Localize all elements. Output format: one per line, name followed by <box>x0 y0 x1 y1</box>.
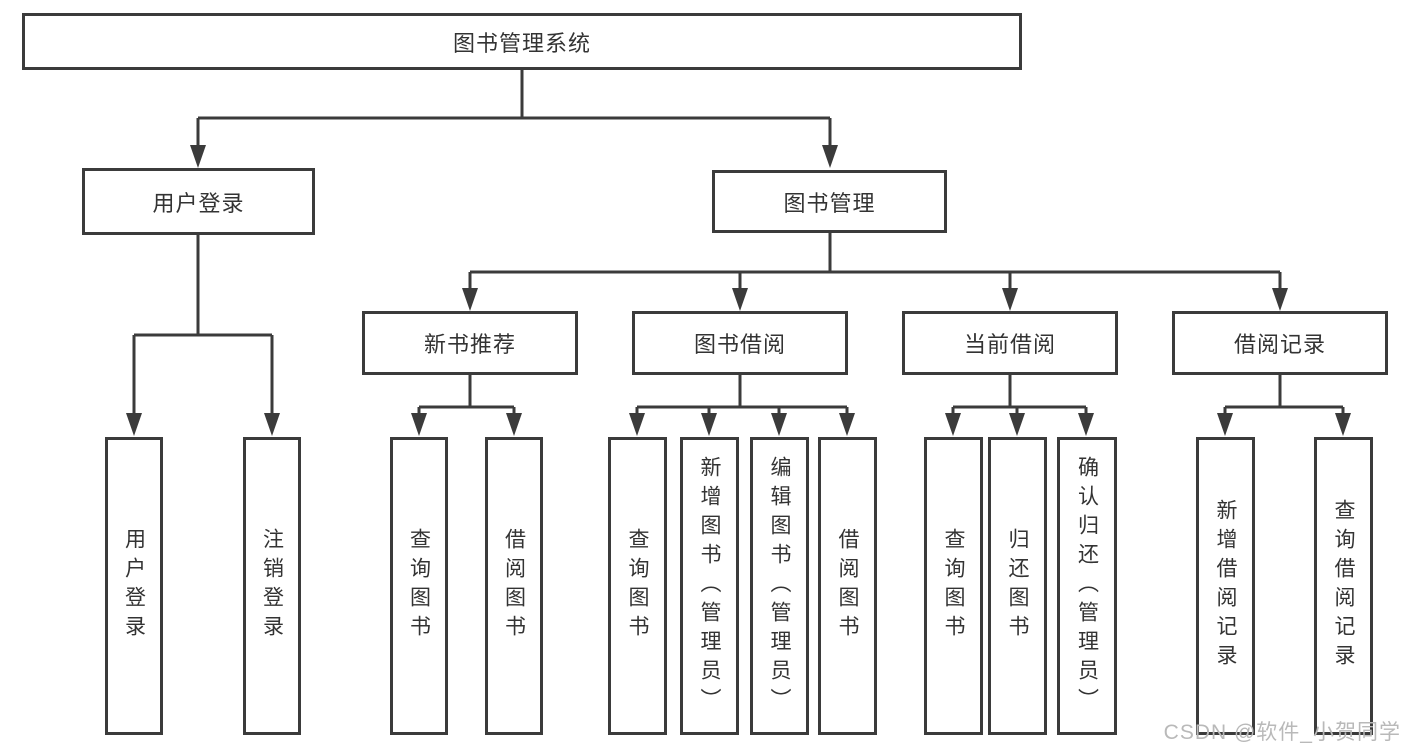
leaf-logout: 注销登录 <box>243 437 301 735</box>
node-root: 图书管理系统 <box>22 13 1022 70</box>
node-current-borrow: 当前借阅 <box>902 311 1118 375</box>
leaf-borrow-books: 借阅图书 <box>818 437 877 735</box>
leaf-query-books-borrow: 查询图书 <box>608 437 667 735</box>
leaf-borrow-books-recommend: 借阅图书 <box>485 437 543 735</box>
leaf-add-borrow-record: 新增借阅记录 <box>1196 437 1255 735</box>
leaf-user-login: 用户登录 <box>105 437 163 735</box>
leaf-edit-book-admin: 编辑图书（管理员） <box>750 437 809 735</box>
leaf-confirm-return-admin: 确认归还（管理员） <box>1057 437 1117 735</box>
node-book-borrow: 图书借阅 <box>632 311 848 375</box>
leaf-return-book: 归还图书 <box>988 437 1047 735</box>
node-user-login: 用户登录 <box>82 168 315 235</box>
leaf-query-books-recommend: 查询图书 <box>390 437 448 735</box>
leaf-query-borrow-record: 查询借阅记录 <box>1314 437 1373 735</box>
watermark: CSDN @软件_小贺同学 <box>1163 721 1401 744</box>
node-new-book-recommend: 新书推荐 <box>362 311 578 375</box>
leaf-add-book-admin: 新增图书（管理员） <box>680 437 739 735</box>
node-book-management: 图书管理 <box>712 170 947 233</box>
leaf-query-books-current: 查询图书 <box>924 437 983 735</box>
node-borrow-records: 借阅记录 <box>1172 311 1388 375</box>
